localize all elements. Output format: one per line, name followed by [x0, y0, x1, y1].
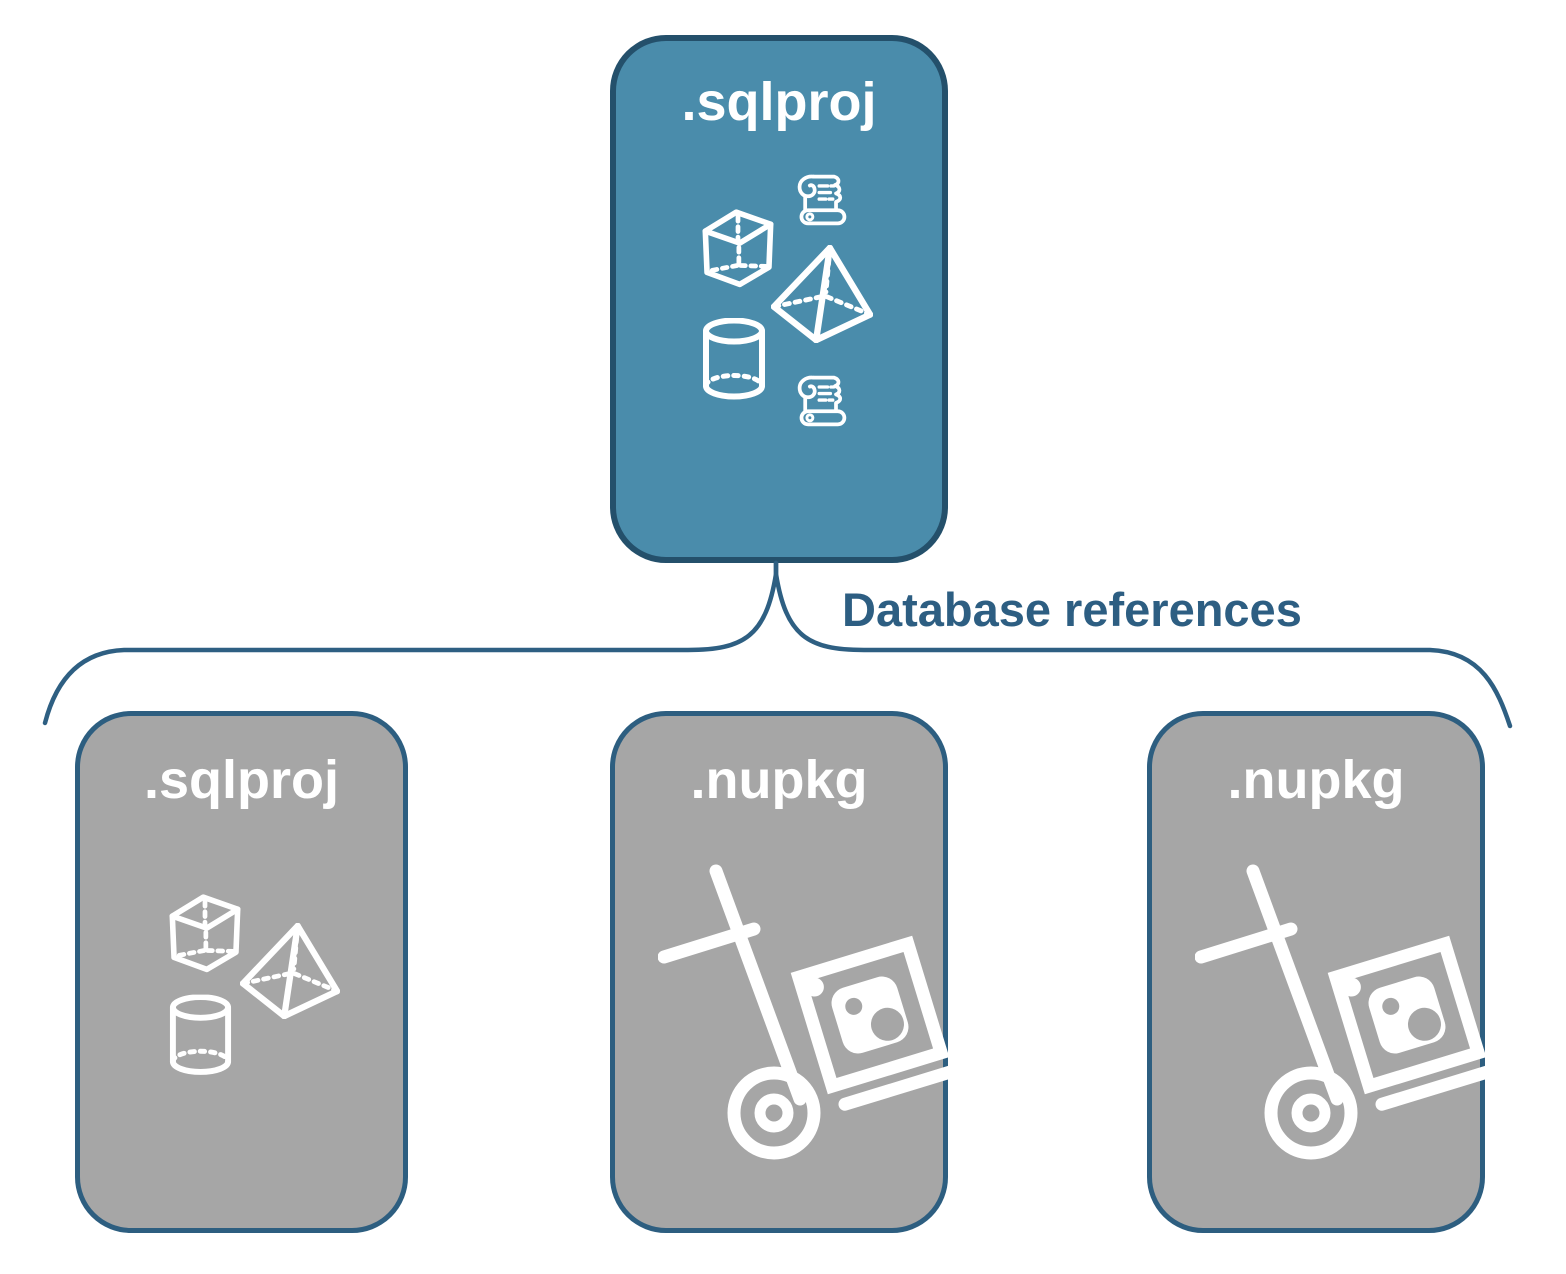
child-sqlproj-label: .sqlproj: [143, 750, 339, 810]
cube-icon: [695, 198, 781, 290]
handtruck-package-icon: [658, 861, 948, 1161]
pyramid-icon: [770, 245, 874, 343]
cylinder-icon: [167, 994, 234, 1078]
child-nupkg-box-2: .nupkg: [1147, 711, 1485, 1233]
cylinder-icon: [700, 318, 768, 402]
handtruck-package-icon: [1195, 861, 1485, 1161]
child-nupkg-label: .nupkg: [690, 750, 868, 810]
child-sqlproj-box: .sqlproj: [75, 711, 408, 1233]
child-nupkg-box-1: .nupkg: [610, 711, 948, 1233]
connector-label: Database references: [842, 583, 1302, 636]
brace-connector: [42, 560, 1513, 729]
scroll-icon: [793, 171, 851, 229]
parent-sqlproj-box: .sqlproj: [610, 35, 948, 563]
scroll-icon: [793, 373, 851, 429]
parent-box-label: .sqlproj: [681, 72, 877, 132]
child-nupkg-label: .nupkg: [1227, 750, 1405, 810]
cube-icon: [162, 883, 248, 975]
pyramid-icon: [240, 923, 340, 1019]
